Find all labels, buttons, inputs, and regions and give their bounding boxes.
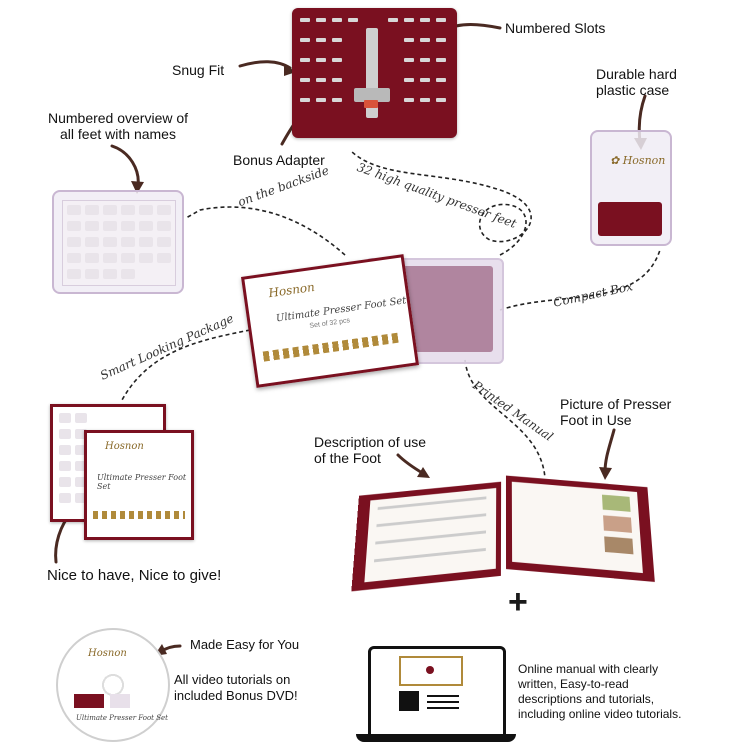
online-line3: descriptions and tutorials,	[518, 692, 681, 707]
durable-case-label: Durable hard plastic case	[596, 66, 677, 98]
durable-case-line1: Durable hard	[596, 66, 677, 82]
online-line2: written, Easy-to-read	[518, 677, 681, 692]
overview-line2: all feet with names	[28, 126, 208, 142]
dvd-title: Ultimate Presser Foot Set	[76, 714, 168, 722]
laptop-icon	[368, 646, 506, 740]
package-pattern	[263, 333, 399, 362]
laptop-base	[356, 734, 516, 742]
description-line2: of the Foot	[314, 450, 426, 466]
overview-label: Numbered overview of all feet with names	[28, 110, 208, 142]
package-subtitle: Set of 32 pcs	[309, 317, 350, 330]
snug-fit-label: Snug Fit	[172, 62, 224, 78]
printed-manual-booklet	[352, 481, 659, 587]
online-manual-label: Online manual with clearly written, Easy…	[518, 662, 681, 722]
plus-sign: +	[508, 585, 528, 619]
overview-lid	[52, 190, 184, 294]
package-front-brand: Hosnon	[105, 441, 144, 452]
picture-line2: Foot in Use	[560, 412, 671, 428]
dvd-brand: Hosnon	[88, 648, 127, 659]
nice-to-have-label: Nice to have, Nice to give!	[47, 568, 221, 584]
video-play-icon	[426, 666, 434, 674]
description-label: Description of use of the Foot	[314, 434, 426, 466]
dvd-line2: included Bonus DVD!	[174, 688, 298, 704]
online-line4: including online video tutorials.	[518, 707, 681, 722]
made-easy-label: Made Easy for You	[190, 637, 299, 653]
picture-label: Picture of Presser Foot in Use	[560, 396, 671, 428]
durable-case-line2: plastic case	[596, 82, 677, 98]
picture-line1: Picture of Presser	[560, 396, 671, 412]
online-line1: Online manual with clearly	[518, 662, 681, 677]
presser-foot-case-open	[292, 8, 457, 138]
description-line1: Description of use	[314, 434, 426, 450]
compact-box: ✿ Hosnon	[590, 130, 672, 246]
overview-line1: Numbered overview of	[28, 110, 208, 126]
arrow-picture	[605, 430, 614, 472]
package-front: Hosnon Ultimate Presser Foot Set	[84, 430, 194, 540]
arrow-snug-fit	[240, 62, 290, 68]
dvd-label: All video tutorials on included Bonus DV…	[174, 672, 298, 704]
bonus-adapter-label: Bonus Adapter	[233, 152, 325, 168]
dashed-connector-backside	[186, 207, 345, 255]
bonus-dvd: Hosnon Ultimate Presser Foot Set	[56, 628, 170, 742]
arrow-overview	[112, 146, 138, 186]
central-package: Hosnon Ultimate Presser Foot Set Set of …	[241, 254, 419, 388]
package-front-title: Ultimate Presser Foot Set	[97, 473, 191, 491]
package-front-pattern	[93, 511, 185, 519]
numbered-slots-label: Numbered Slots	[505, 20, 605, 36]
compact-box-logo: ✿ Hosnon	[610, 154, 665, 167]
package-brand: Hosnon	[268, 280, 316, 300]
dvd-line1: All video tutorials on	[174, 672, 298, 688]
